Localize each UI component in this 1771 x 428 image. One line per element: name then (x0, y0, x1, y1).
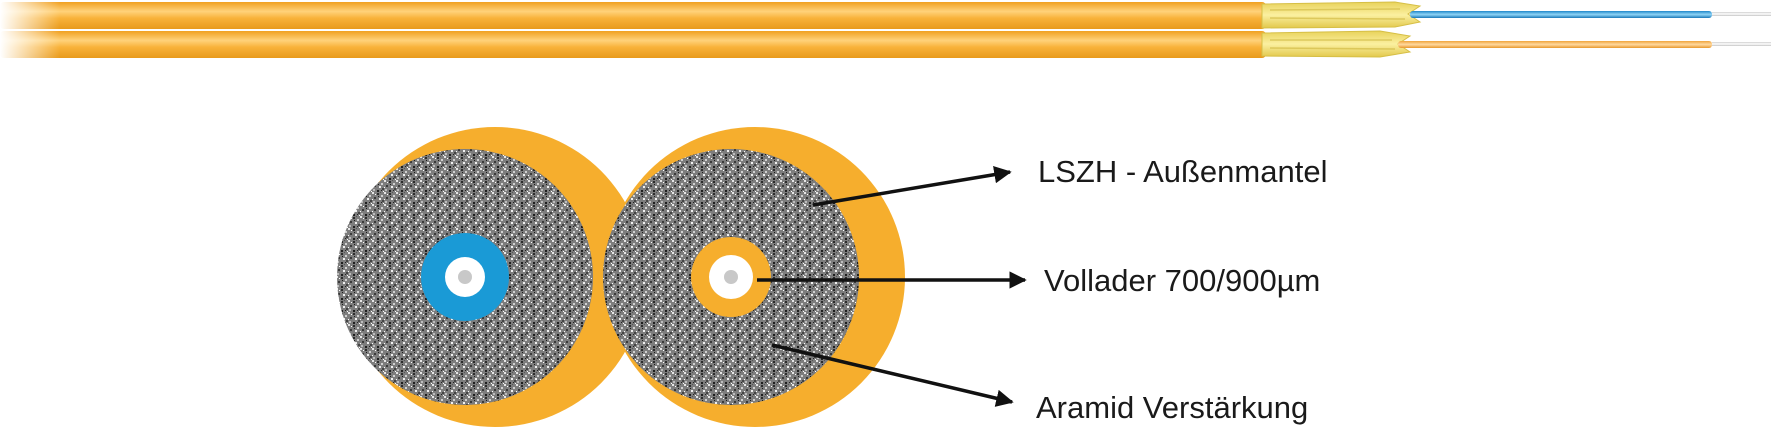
label-tight-buffer: Vollader 700/900µm (1044, 263, 1320, 298)
yarn-strands (1269, 8, 1406, 50)
jacket-upper (0, 2, 1266, 29)
aramid-yarn-upper (1261, 1, 1422, 29)
cable-fade (0, 0, 60, 62)
aramid-yarn-lower (1261, 30, 1412, 58)
bare-fiber-lower (1712, 42, 1771, 46)
label-outer-jacket: LSZH - Außenmantel (1038, 154, 1327, 189)
label-aramid: Aramid Verstärkung (1036, 390, 1308, 425)
cable-cross-section (337, 127, 905, 427)
jacket-lower (0, 31, 1266, 58)
cable-side-view (0, 0, 1771, 62)
core-right (724, 270, 738, 284)
callout-arrows (757, 165, 1027, 407)
arrow-aramid (771, 343, 1014, 407)
buffer-blue (1410, 11, 1712, 18)
core-left (458, 270, 472, 284)
arrow-outer-jacket (812, 165, 1012, 207)
bare-fiber-upper (1712, 12, 1771, 16)
buffer-orange (1398, 41, 1712, 48)
